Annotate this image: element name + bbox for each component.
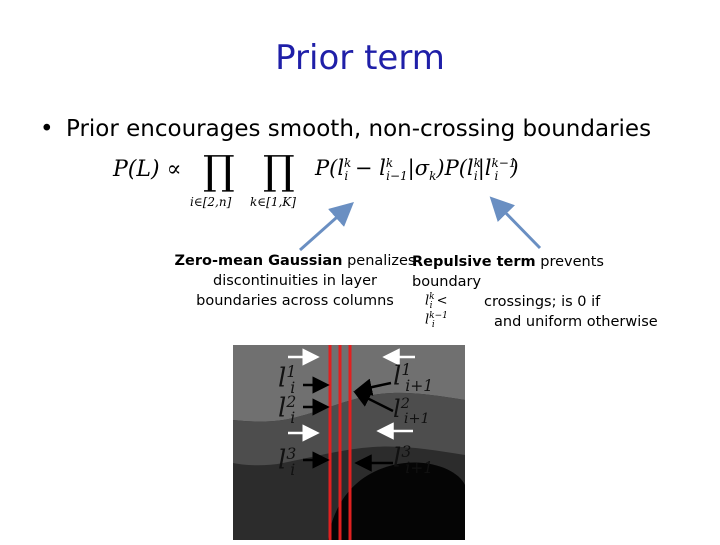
repulsive-caption-bold: Repulsive term <box>412 254 536 270</box>
label-l-ip1-3: l3i+1 <box>393 443 433 477</box>
ineq-sub2: i <box>432 320 435 330</box>
label-l-i-1: l1i <box>278 363 295 397</box>
gaussian-caption: Zero-mean Gaussian penalizes discontinui… <box>170 251 420 311</box>
right-annotation-arrow <box>498 205 540 248</box>
gaussian-caption-line2: discontinuities in layer <box>170 271 420 291</box>
gaussian-caption-rest: penalizes <box>342 253 415 269</box>
repulsive-caption-line1: Repulsive term prevents boundary <box>412 252 677 292</box>
gaussian-caption-line1: Zero-mean Gaussian penalizes <box>170 251 420 271</box>
gaussian-caption-line3: boundaries across columns <box>170 291 420 311</box>
label-l-ip1-2: l2i+1 <box>393 395 430 427</box>
label-l-i-2: l2i <box>278 393 295 427</box>
gaussian-caption-bold: Zero-mean Gaussian <box>175 253 343 269</box>
inequality-formula: lki < lk−1i <box>425 292 462 330</box>
left-annotation-arrow <box>300 210 345 250</box>
label-l-ip1-1: l1i+1 <box>393 361 433 395</box>
layer-figure: l1i l2i l3i l1i+1 l2i+1 l3i+1 <box>233 345 465 540</box>
ineq-lt: < <box>437 293 448 308</box>
ineq-sub1: i <box>430 301 433 311</box>
label-l-i-3: l3i <box>278 445 295 479</box>
